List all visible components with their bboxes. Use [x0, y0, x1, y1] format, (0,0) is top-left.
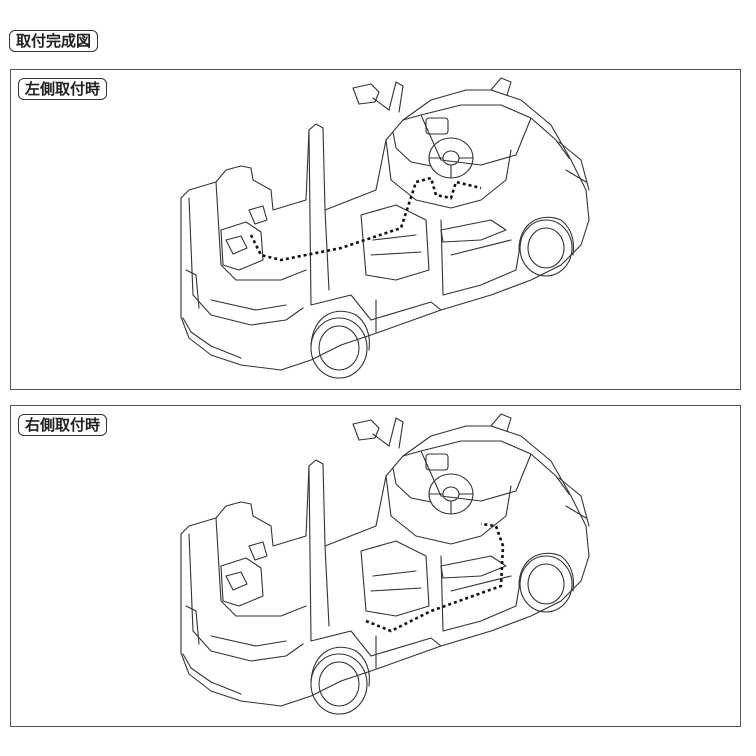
- right-install-label: 右側取付時: [18, 414, 108, 436]
- wiring-route-left: [251, 178, 481, 260]
- page-title: 取付完成図: [9, 30, 99, 52]
- left-install-panel: 左側取付時: [10, 69, 741, 390]
- car-diagram-left: [180, 77, 590, 379]
- right-install-panel: 右側取付時: [10, 405, 741, 727]
- left-install-label: 左側取付時: [18, 78, 108, 100]
- car-diagram-right: [180, 413, 590, 715]
- wiring-route-right: [366, 524, 503, 631]
